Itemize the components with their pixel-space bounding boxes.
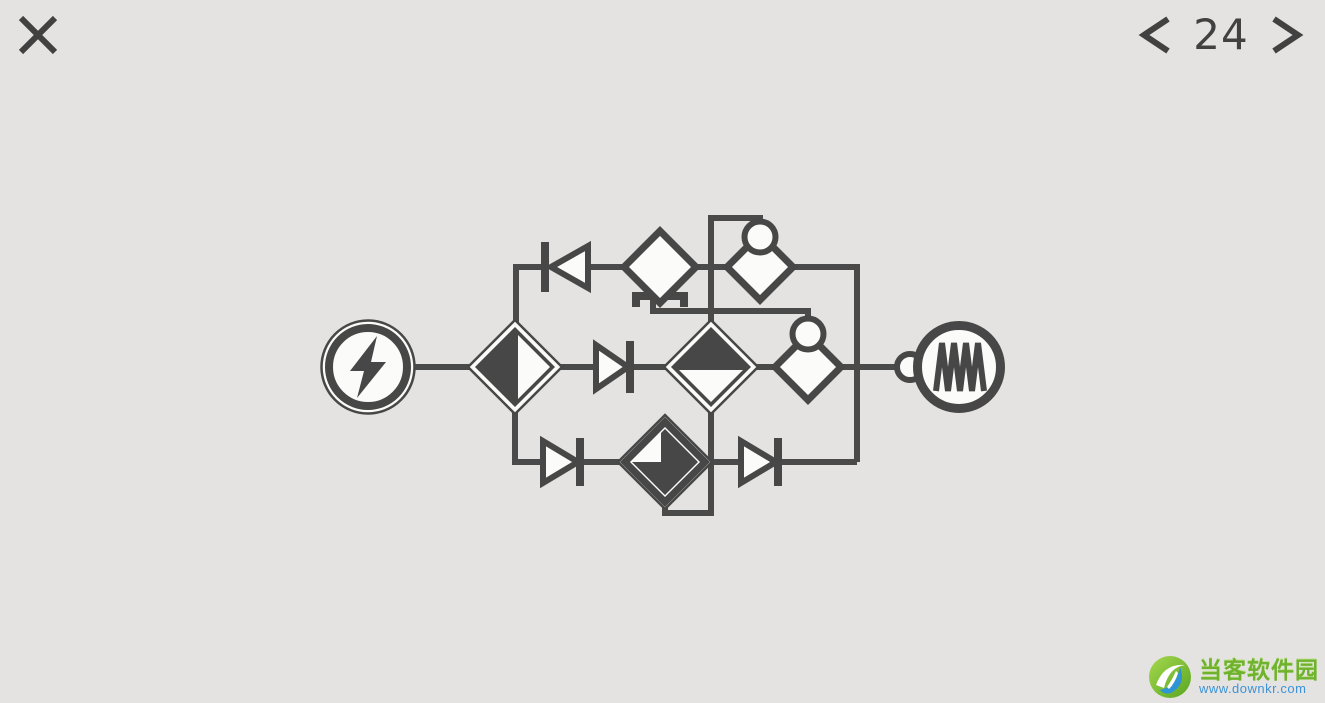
wire [513,264,545,324]
splitter-diamond-center[interactable] [662,318,760,416]
diode-bottom-right[interactable] [738,435,782,489]
diamond-middle-right[interactable] [770,315,846,405]
splitter-diamond-left[interactable] [466,318,564,416]
wire [512,412,545,465]
diode-middle[interactable] [593,339,634,395]
watermark-text: 当客软件园 www.downkr.com [1199,658,1319,696]
level-nav: 24 [1137,10,1305,59]
lightning-bolt-icon [350,336,386,398]
step-corner [632,429,698,495]
chevron-left-icon [1138,16,1170,53]
close-button[interactable] [16,13,60,57]
watermark-site-url: www.downkr.com [1199,681,1307,697]
power-source[interactable] [320,319,416,415]
filament-icon [933,342,987,392]
node-circle [789,315,827,353]
wire [790,264,860,462]
close-icon [18,15,58,55]
diode-bottom-left[interactable] [540,435,584,489]
prev-level-button[interactable] [1137,15,1173,55]
watermark-site-name: 当客软件园 [1199,657,1319,684]
node-circle [741,218,779,256]
chevron-right-icon [1272,16,1304,53]
lamp[interactable] [913,321,1005,413]
diamond-top-right[interactable] [722,218,798,305]
diamond-top[interactable] [619,226,701,308]
diode-top-left[interactable] [541,240,591,294]
diamond-bottom[interactable] [616,413,714,511]
watermark: 当客软件园 www.downkr.com [1147,654,1319,700]
watermark-logo-icon [1149,656,1191,698]
level-number: 24 [1193,10,1249,59]
next-level-button[interactable] [1269,15,1305,55]
